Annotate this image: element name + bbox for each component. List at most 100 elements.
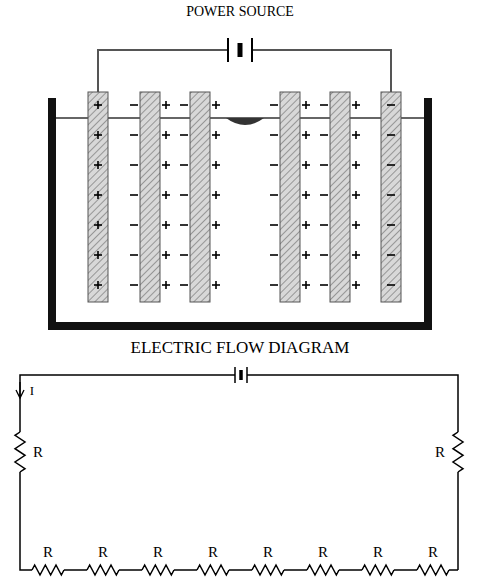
battery-plate: [246, 367, 248, 383]
circuit-wire: [457, 472, 459, 570]
resistor-symbol: [362, 565, 394, 575]
electrode-plate: [88, 92, 108, 302]
electrode-plate: [330, 92, 350, 302]
charge-mark: [165, 281, 167, 289]
charge-mark: [180, 104, 188, 106]
resistor-label: R: [98, 545, 108, 560]
charge-mark: [305, 251, 307, 259]
charge-mark: [387, 254, 395, 256]
charge-mark: [320, 224, 328, 226]
battery-symbol: [235, 367, 247, 383]
battery-symbol: [228, 38, 252, 62]
resistor-label: R: [263, 545, 273, 560]
charge-mark: [387, 284, 395, 286]
charge-mark: [97, 131, 99, 139]
resistor-label: R: [435, 445, 445, 460]
resistor-label: R: [43, 545, 53, 560]
current-arrow: [16, 382, 24, 398]
charge-mark: [270, 254, 278, 256]
supply-wire: [98, 50, 391, 94]
charge-mark: [355, 101, 357, 109]
charge-mark: [320, 134, 328, 136]
resistor-symbol: [142, 565, 174, 575]
battery-plate: [251, 38, 253, 62]
resistor-label: R: [318, 545, 328, 560]
charge-mark: [215, 191, 217, 199]
electrode-plate: [381, 92, 401, 302]
resistor-label: R: [33, 445, 43, 460]
charge-mark: [165, 131, 167, 139]
battery-plate: [239, 370, 243, 380]
charge-mark: [270, 194, 278, 196]
circuit-wire: [339, 569, 362, 571]
charge-mark: [130, 104, 138, 106]
charge-mark: [97, 221, 99, 229]
circuit-wire: [247, 375, 458, 432]
charge-mark: [165, 161, 167, 169]
charge-mark: [387, 104, 395, 106]
charge-mark: [180, 194, 188, 196]
charge-mark: [320, 104, 328, 106]
charge-marks: [94, 101, 395, 289]
circuit-wire: [394, 569, 417, 571]
section-title: ELECTRIC FLOW DIAGRAM: [131, 339, 350, 356]
charge-mark: [97, 161, 99, 169]
circuit-wire: [174, 569, 197, 571]
charge-mark: [180, 134, 188, 136]
electrode-plate: [190, 92, 210, 302]
charge-mark: [215, 251, 217, 259]
charge-mark: [355, 191, 357, 199]
battery-plate: [234, 367, 236, 383]
charge-mark: [130, 284, 138, 286]
charge-mark: [130, 224, 138, 226]
resistor-symbol: [307, 565, 339, 575]
charge-mark: [130, 254, 138, 256]
charge-mark: [180, 254, 188, 256]
resistor-label: R: [428, 545, 438, 560]
current-label: I: [30, 384, 34, 397]
charge-mark: [320, 284, 328, 286]
charge-mark: [305, 161, 307, 169]
resistor-symbol: [87, 565, 119, 575]
charge-mark: [270, 164, 278, 166]
charge-mark: [270, 224, 278, 226]
charge-mark: [97, 101, 99, 109]
charge-mark: [165, 191, 167, 199]
charge-mark: [305, 221, 307, 229]
resistor-label: R: [208, 545, 218, 560]
charge-mark: [130, 134, 138, 136]
charge-mark: [355, 131, 357, 139]
resistor-symbol: [417, 565, 449, 575]
resistor-label: R: [153, 545, 163, 560]
charge-mark: [215, 161, 217, 169]
circuit-wire: [20, 472, 32, 570]
charge-mark: [215, 221, 217, 229]
charge-mark: [215, 101, 217, 109]
circuit-wire: [229, 569, 252, 571]
charge-mark: [320, 194, 328, 196]
charge-mark: [130, 164, 138, 166]
circuit-wire: [119, 569, 142, 571]
charge-mark: [97, 191, 99, 199]
charge-mark: [270, 284, 278, 286]
charge-mark: [165, 221, 167, 229]
title-label: POWER SOURCE: [186, 5, 294, 19]
charge-mark: [355, 281, 357, 289]
electrode-plates: [88, 92, 401, 302]
charge-mark: [270, 104, 278, 106]
battery-plate: [227, 38, 229, 62]
circuit-wire: [64, 569, 87, 571]
charge-mark: [305, 281, 307, 289]
resistor-symbol: [197, 565, 229, 575]
electrode-plate: [280, 92, 300, 302]
circuit-wire: [20, 375, 235, 432]
circuit-wire: [284, 569, 307, 571]
charge-mark: [97, 251, 99, 259]
charge-mark: [305, 101, 307, 109]
charge-mark: [305, 191, 307, 199]
charge-mark: [180, 164, 188, 166]
charge-mark: [355, 221, 357, 229]
charge-mark: [165, 101, 167, 109]
